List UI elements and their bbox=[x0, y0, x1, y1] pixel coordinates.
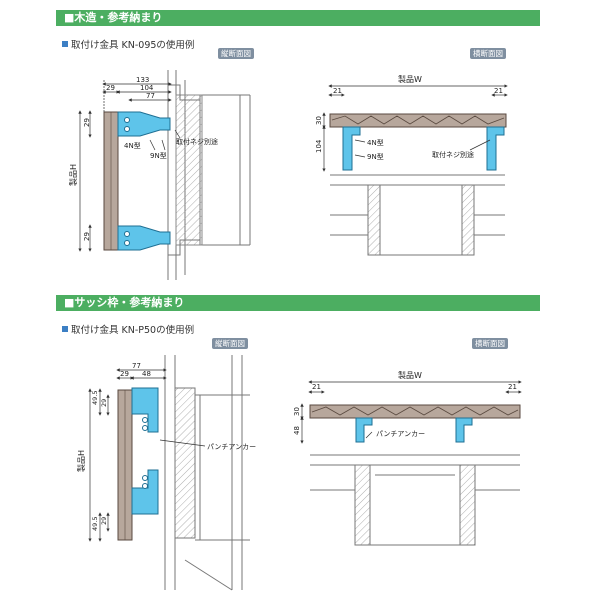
dim-29-depth-2: 29 bbox=[120, 370, 129, 378]
bracket-left-plan-2 bbox=[355, 417, 373, 443]
dim-product-w-2: 製品W bbox=[398, 370, 422, 380]
dim-104: 104 bbox=[140, 84, 154, 92]
label-anchor-plan: パンチアンカー bbox=[376, 430, 425, 438]
dim-133: 133 bbox=[136, 76, 149, 84]
label-anchor-vertical: パンチアンカー bbox=[207, 443, 256, 451]
bracket-top-2 bbox=[131, 387, 159, 433]
wall-structure-1 bbox=[167, 70, 251, 280]
label-screw-plan: 取付ネジ別途 bbox=[432, 150, 474, 159]
dim-48-2: 48 bbox=[142, 370, 151, 378]
dim-29-depth: 29 bbox=[106, 84, 115, 92]
dim-29-top: 29 bbox=[83, 118, 91, 127]
dim-29-bottom: 29 bbox=[83, 232, 91, 241]
label-9n-vertical: 9N型 bbox=[150, 151, 167, 160]
louver-plan-1 bbox=[329, 113, 507, 128]
louver-plan-2 bbox=[309, 404, 521, 419]
bracket-right-plan-1 bbox=[486, 126, 505, 171]
dim-104-plan: 104 bbox=[315, 139, 323, 153]
bracket-right-plan-2 bbox=[455, 417, 473, 443]
subtitle-knp50: 取付け金具 KN-P50の使用例 bbox=[62, 322, 194, 336]
bracket-bottom-1 bbox=[117, 225, 171, 251]
vertical-section-2: 77 29 48 49.5 29 49.5 29 製品H パンチアンカー bbox=[76, 355, 256, 591]
dim-49-5-bottom: 49.5 bbox=[91, 517, 99, 531]
dim-30-2: 30 bbox=[293, 407, 301, 416]
bracket-left-plan-1 bbox=[342, 126, 361, 171]
section-header-sash: ■サッシ枠・参考納まり bbox=[56, 295, 540, 311]
horizontal-section-1: 製品W 21 21 30 104 4N型 9N型 取付ネジ別途 bbox=[315, 74, 508, 256]
label-screw-vertical: 取付ネジ別途 bbox=[176, 137, 218, 146]
vertical-section-1: 133 29 104 77 29 29 製品H 4N型 9N型 取付ネジ別途 bbox=[68, 70, 251, 280]
subtitle-kn095-text: 取付け金具 KN-095の使用例 bbox=[71, 40, 195, 51]
dim-30-1: 30 bbox=[315, 116, 323, 125]
dim-77: 77 bbox=[146, 92, 155, 100]
dim-29-top-2: 29 bbox=[100, 399, 108, 407]
dim-49-5-top: 49.5 bbox=[91, 391, 99, 405]
dim-21-right-2: 21 bbox=[508, 383, 517, 391]
tag-vertical-section-2: 縦断面図 bbox=[212, 338, 248, 349]
bullet-square-icon bbox=[62, 41, 68, 47]
dim-48-plan: 48 bbox=[293, 426, 301, 435]
bracket-top-1 bbox=[117, 111, 171, 137]
label-4n-plan: 4N型 bbox=[367, 138, 384, 147]
label-4n-vertical: 4N型 bbox=[124, 141, 141, 150]
dim-77-2: 77 bbox=[132, 362, 141, 370]
subtitle-knp50-text: 取付け金具 KN-P50の使用例 bbox=[71, 325, 195, 336]
bracket-bottom-2 bbox=[131, 469, 159, 515]
section-header-wood: ■木造・参考納まり bbox=[56, 10, 540, 26]
subtitle-kn095: 取付け金具 KN-095の使用例 bbox=[62, 37, 194, 51]
bullet-square-icon bbox=[62, 326, 68, 332]
dim-product-h-2: 製品H bbox=[76, 450, 86, 472]
dim-product-h-1: 製品H bbox=[68, 164, 78, 186]
dim-product-w-1: 製品W bbox=[398, 74, 422, 84]
tag-horizontal-section-1: 横断面図 bbox=[470, 48, 506, 59]
label-9n-plan: 9N型 bbox=[367, 152, 384, 161]
tag-vertical-section-1: 縦断面図 bbox=[218, 48, 254, 59]
dim-29-bottom-2: 29 bbox=[100, 517, 108, 525]
dim-21-left-2: 21 bbox=[312, 383, 321, 391]
dim-21-left-1: 21 bbox=[333, 87, 342, 95]
horizontal-section-2: 製品W 21 21 30 48 パンチアンカー bbox=[293, 370, 522, 546]
dim-21-right-1: 21 bbox=[494, 87, 503, 95]
tag-horizontal-section-2: 横断面図 bbox=[472, 338, 508, 349]
